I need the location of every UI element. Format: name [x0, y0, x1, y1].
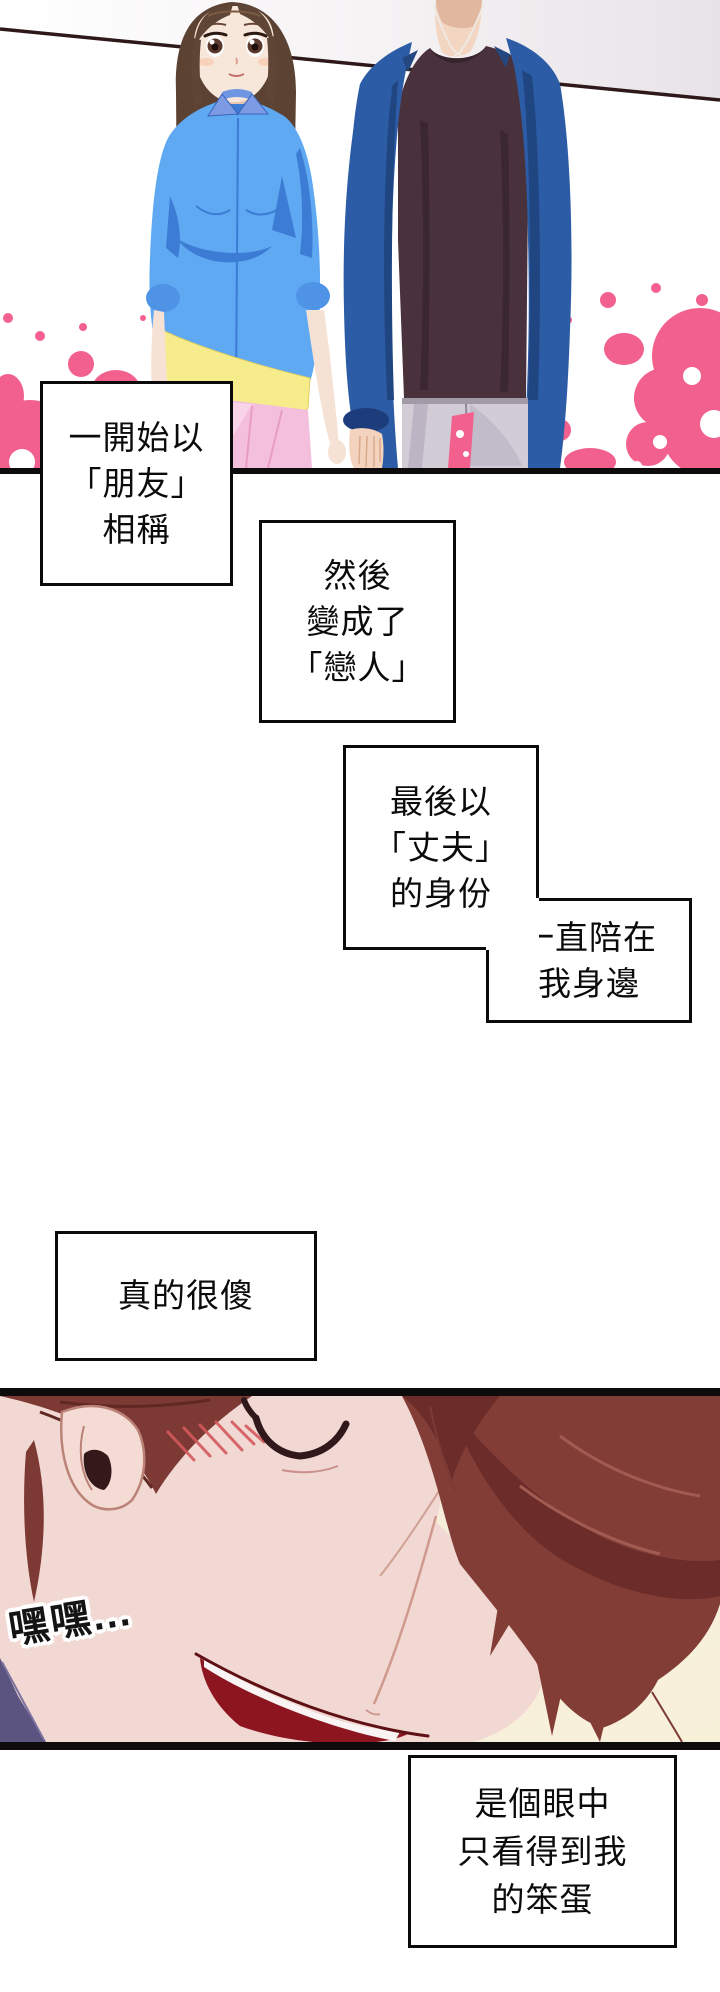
man-shirt [398, 46, 528, 398]
woman-shirt [149, 100, 321, 392]
smiling-mouth [194, 1652, 430, 1742]
woman-eyes [203, 31, 268, 57]
hair-right-mass [402, 1396, 720, 1742]
wall-edge-line [0, 27, 720, 102]
shoulder-cloth [0, 1658, 46, 1742]
blush-lines [166, 1420, 266, 1462]
woman-figure [146, 2, 346, 468]
man-sleeve [343, 90, 392, 420]
man-figure [343, 0, 572, 468]
narration-box: 真的很傻 [55, 1231, 317, 1361]
hair-sideburn [24, 1440, 44, 1602]
panel-1-artwork [0, 0, 720, 468]
panel-2-bottom-border [0, 1742, 720, 1750]
ear [60, 1404, 146, 1511]
narration-box: 一開始以 「朋友」 相稱 [40, 381, 233, 586]
narration-box: 是個眼中 只看得到我 的笨蛋 [408, 1755, 677, 1948]
woman-hand [328, 440, 346, 464]
panel-2-artwork [0, 1396, 720, 1742]
polka-dot-holes [9, 367, 720, 468]
panel-1-couple [0, 0, 720, 468]
box-overlap-patch [486, 898, 539, 950]
panel-2-top-border [0, 1388, 720, 1396]
panel-1-border [0, 468, 720, 474]
narration-box: 最後以 「丈夫」 的身份 [343, 745, 539, 950]
narration-box: 一直陪在 我身邊 [486, 898, 692, 1023]
panel-2-face: 嘿嘿... [0, 1396, 720, 1742]
closed-eye [241, 1397, 350, 1474]
nose-line [372, 1515, 438, 1705]
woman-mouth [228, 73, 245, 77]
narration-box: 然後 變成了 「戀人」 [259, 520, 456, 723]
woman-face [194, 6, 274, 103]
